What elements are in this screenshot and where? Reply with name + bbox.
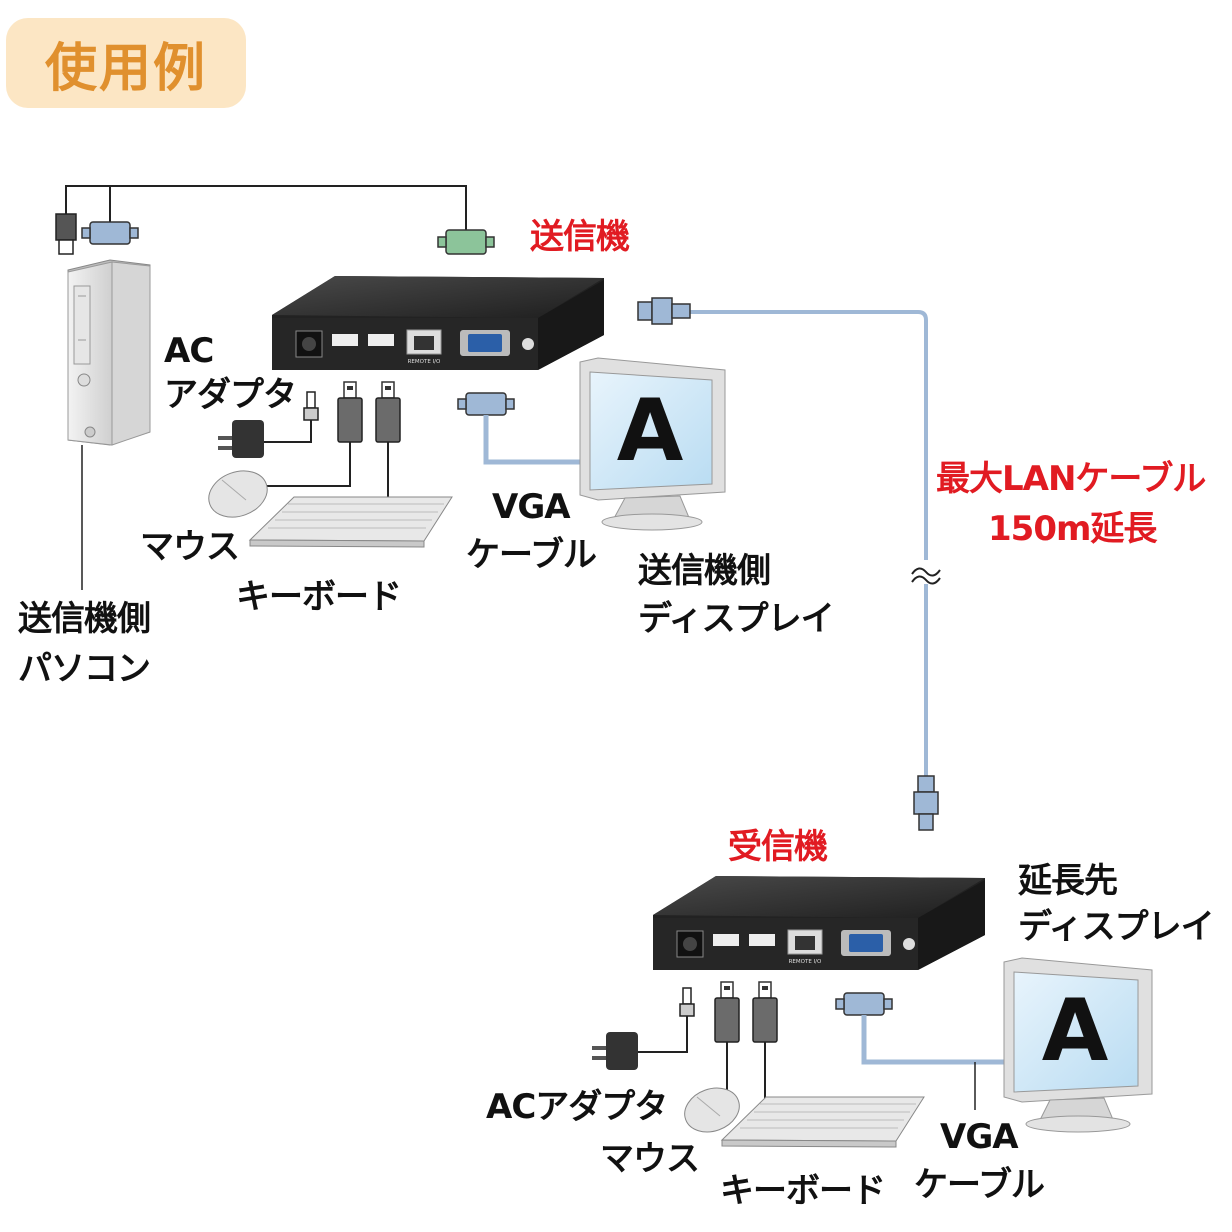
ac-adapter-tx-line1: AC <box>164 331 214 371</box>
vga-cable-rx-line2: ケーブル <box>914 1165 1045 1205</box>
keyboard-tx-label: キーボード <box>236 577 402 617</box>
pc-to-transmitter-cable <box>65 185 467 230</box>
lan-cable <box>660 310 941 780</box>
receiver-mouse-usb-plug <box>714 981 740 1043</box>
transmitter-vga-cable <box>483 415 584 465</box>
transmitter-remote-label: REMOTE I/O <box>408 359 441 365</box>
pc-tx-label-line2: パソコン <box>18 649 151 689</box>
badge-label: 使用例 <box>44 38 207 99</box>
receiver-label: 受信機 <box>728 827 828 867</box>
transmitter-usb-cables <box>258 442 389 505</box>
ac-adapter-rx-label: ACアダプタ <box>486 1087 668 1127</box>
transmitter-ac-adapter <box>218 391 319 458</box>
transmitter-display-letter: A <box>617 381 684 481</box>
receiver-remote-label: REMOTE I/O <box>789 959 822 965</box>
receiver-vga-plug <box>835 992 893 1016</box>
receiver-ac-adapter <box>592 987 695 1070</box>
transmitter-input-plug <box>437 229 495 255</box>
transmitter-pc-tower <box>67 259 151 446</box>
pc-tx-label-line1: 送信機側 <box>18 599 151 639</box>
lan-label-line1: 最大LANケーブル <box>936 459 1206 499</box>
transmitter-display: A <box>579 357 726 531</box>
mouse-rx-label: マウス <box>600 1139 700 1179</box>
display-tx-line1: 送信機側 <box>638 551 771 591</box>
transmitter-device: REMOTE I/O <box>272 276 604 370</box>
transmitter-vga-plug <box>457 392 515 416</box>
lan-label-line2: 150m延長 <box>988 509 1157 549</box>
usage-example-badge: 使用例 <box>6 18 246 108</box>
lan-plug-bottom <box>913 775 939 831</box>
receiver-device: REMOTE I/O <box>653 876 985 970</box>
ac-adapter-tx-line2: アダプタ <box>164 375 297 415</box>
receiver-keyboard <box>720 1096 925 1148</box>
vga-cable-tx-line2: ケーブル <box>466 535 597 575</box>
display-rx-line2: ディスプレイ <box>1018 907 1215 947</box>
transmitter-label: 送信機 <box>530 217 630 257</box>
receiver-keyboard-usb-plug <box>752 981 778 1043</box>
receiver-display: A <box>1003 957 1153 1133</box>
receiver-vga-cable <box>861 1015 1010 1065</box>
lan-plug-top <box>637 297 691 325</box>
display-rx-line1: 延長先 <box>1018 861 1118 901</box>
vga-cable-rx-line1: VGA <box>940 1117 1019 1157</box>
transmitter-keyboard <box>248 496 453 548</box>
display-tx-line2: ディスプレイ <box>638 599 835 639</box>
mouse-tx-label: マウス <box>140 527 240 567</box>
receiver-usb-cables <box>726 1042 766 1102</box>
receiver-mouse <box>684 1087 740 1133</box>
keyboard-rx-label: キーボード <box>720 1171 886 1211</box>
transmitter-keyboard-usb-plug <box>375 381 401 443</box>
pc-usb-plug <box>55 213 77 255</box>
receiver-display-letter: A <box>1042 981 1109 1081</box>
pc-vga-plug <box>81 221 139 245</box>
vga-cable-tx-line1: VGA <box>492 487 571 527</box>
transmitter-mouse <box>208 470 268 518</box>
transmitter-mouse-usb-plug <box>337 381 363 443</box>
